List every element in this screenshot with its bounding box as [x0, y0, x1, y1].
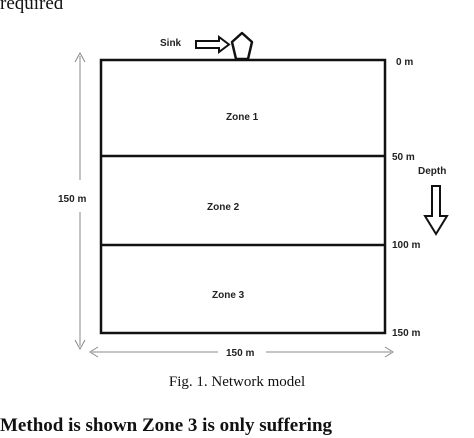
depth-marker-0: 0 m — [396, 57, 413, 68]
width-dimension-arrow — [89, 346, 394, 358]
depth-marker-150: 150 m — [392, 328, 420, 339]
height-label: 150 m — [58, 194, 86, 205]
zone-2-label: Zone 2 — [207, 202, 240, 213]
width-label: 150 m — [226, 348, 254, 359]
depth-label: Depth — [418, 166, 446, 177]
sink-arrow-icon — [195, 35, 231, 54]
network-area — [99, 58, 387, 335]
preceding-text: required — [0, 0, 64, 14]
sink-label: Sink — [160, 38, 182, 49]
depth-marker-50: 50 m — [392, 152, 415, 163]
sink-node-icon — [230, 31, 254, 61]
depth-marker-100: 100 m — [392, 240, 420, 251]
figure-caption: Fig. 1. Network model — [168, 374, 306, 390]
zone-1-label: Zone 1 — [226, 112, 259, 123]
following-text: Method is shown Zone 3 is only suffering — [0, 415, 333, 436]
height-dimension-arrow — [74, 51, 86, 351]
zone-3-label: Zone 3 — [212, 290, 245, 301]
depth-arrow-icon — [423, 185, 449, 236]
network-model-diagram: Sink Zone 1 Zone 2 Zone 3 0 m 50 m 100 m… — [58, 31, 449, 359]
